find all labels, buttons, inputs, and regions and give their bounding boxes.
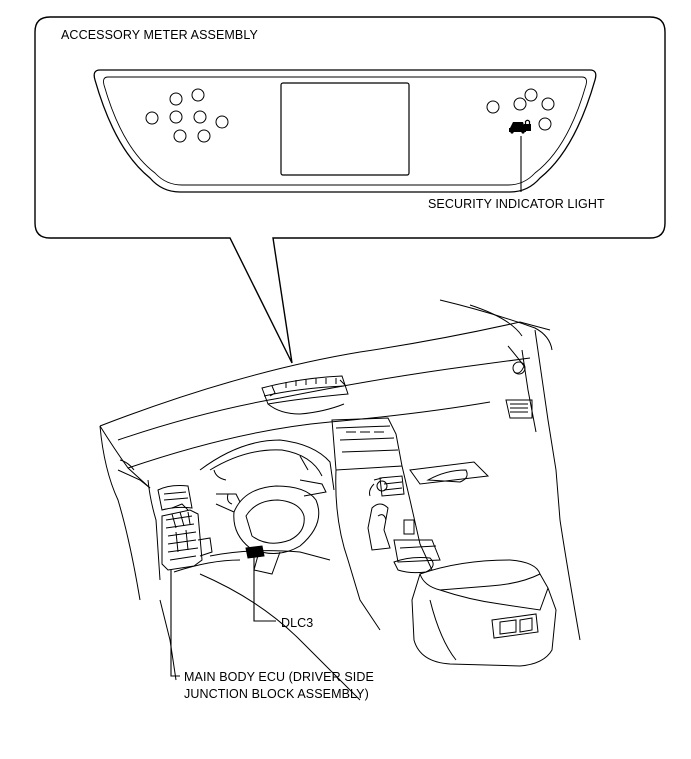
callout-box xyxy=(34,16,666,364)
security-indicator-light-label: SECURITY INDICATOR LIGHT xyxy=(428,197,605,211)
main-body-ecu xyxy=(161,509,203,571)
meter-display-screen xyxy=(280,82,410,176)
main-body-ecu-label-line2: JUNCTION BLOCK ASSEMBLY) xyxy=(184,687,369,701)
main-body-ecu-label-line1: MAIN BODY ECU (DRIVER SIDE xyxy=(184,670,374,684)
leader-lines xyxy=(170,136,522,677)
main-body-ecu-label: MAIN BODY ECU (DRIVER SIDE JUNCTION BLOC… xyxy=(184,669,374,703)
right-indicator-lamps xyxy=(486,88,555,131)
accessory-meter-assembly xyxy=(93,69,597,193)
ecu-leader-line xyxy=(170,566,180,677)
dashboard-illustration xyxy=(99,299,581,701)
accessory-meter-assembly-label: ACCESSORY METER ASSEMBLY xyxy=(61,28,258,42)
left-indicator-lamps xyxy=(145,88,229,143)
car-lock-icon xyxy=(509,119,531,134)
dlc3-label: DLC3 xyxy=(281,616,314,630)
dlc3-leader-line xyxy=(253,557,276,622)
dlc3-connector xyxy=(245,545,265,559)
